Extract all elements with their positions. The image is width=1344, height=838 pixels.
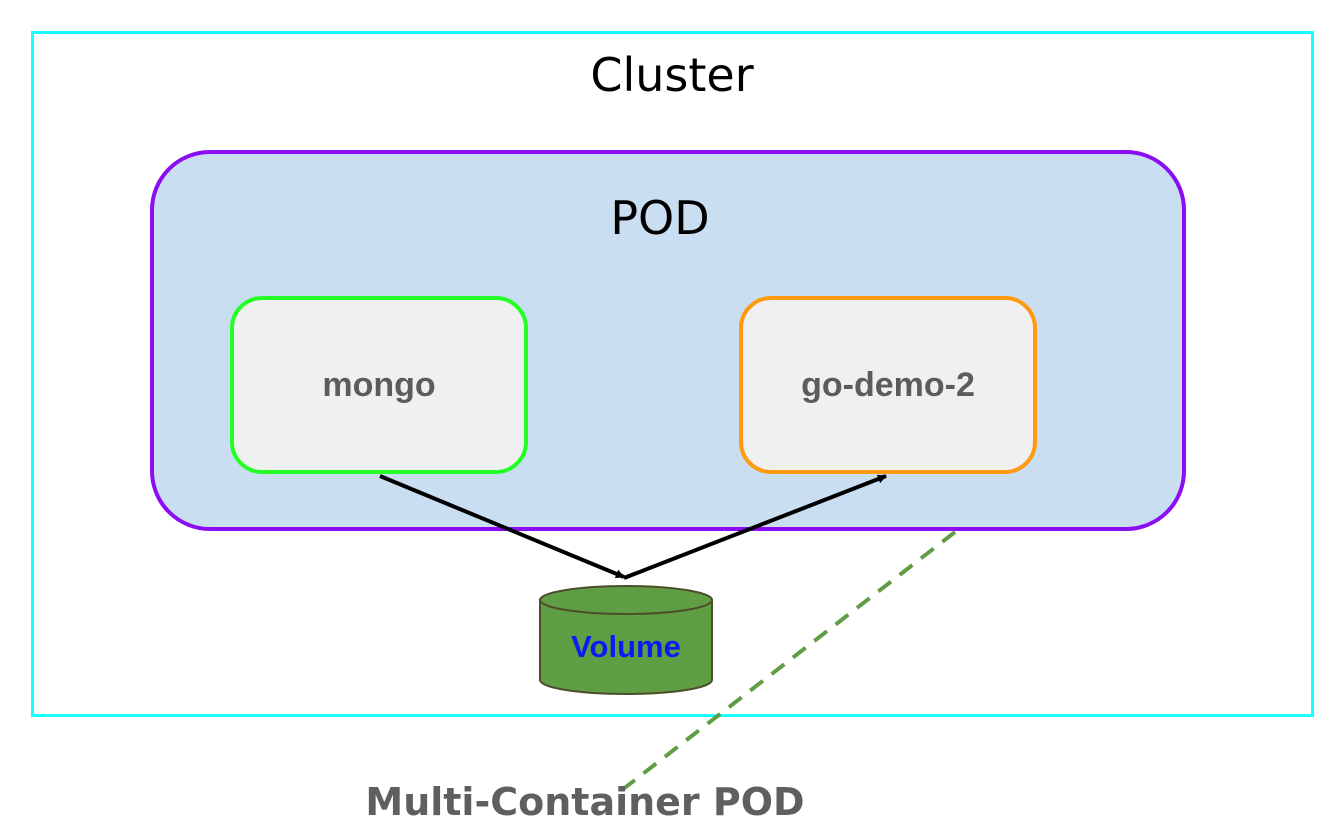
go-demo-2-container-label: go-demo-2 — [801, 365, 975, 404]
cluster-boundary — [31, 31, 1314, 717]
multi-container-pod-caption: Multi-Container POD — [365, 780, 805, 824]
cluster-label: Cluster — [590, 48, 754, 102]
callout-dashed-line — [620, 530, 957, 792]
mongo-to-volume-arrow — [379, 474, 625, 579]
volume-cylinder — [539, 585, 713, 695]
volume-label: Volume — [571, 629, 681, 664]
volume-to-go-demo-2-arrow — [623, 474, 887, 580]
mongo-container-label: mongo — [322, 365, 436, 404]
mongo-container: mongo — [230, 296, 528, 474]
pod-label: POD — [610, 191, 710, 245]
go-demo-2-container: go-demo-2 — [739, 296, 1037, 474]
